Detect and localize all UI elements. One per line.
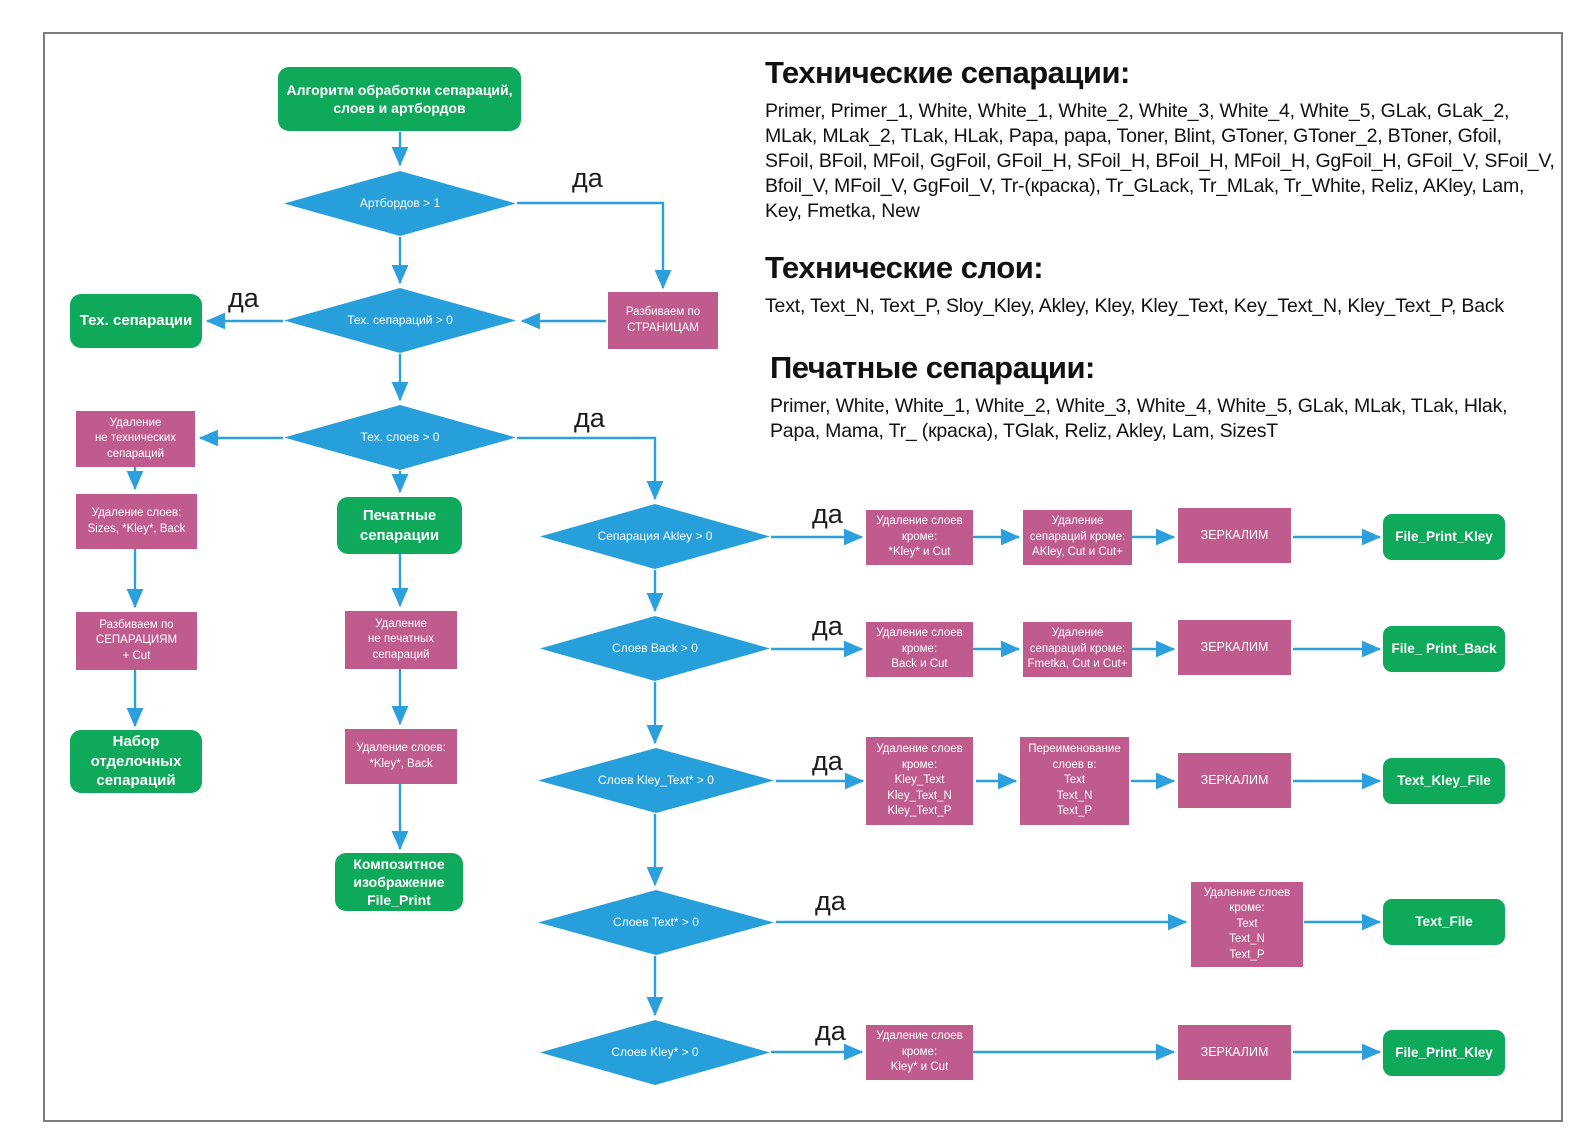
legend-tech-separations: Технические сепарации: Primer, Primer_1,… [765, 55, 1555, 224]
legend-tech-separations-list: Primer, Primer_1, White, White_1, White_… [765, 100, 1555, 222]
process-r1-mirror: ЗЕРКАЛИМ [1178, 508, 1291, 563]
process-delete-nonprint-separations: Удаление не печатных сепараций [345, 611, 457, 669]
terminal-file-print-kley-2: File_Print_Kley [1383, 1030, 1505, 1076]
process-r2-delete-separations: Удаление сепараций кроме: Fmetka, Cut и … [1023, 622, 1132, 677]
process-r3-mirror: ЗЕРКАЛИМ [1178, 753, 1291, 808]
process-r5-delete-layers: Удаление слоев кроме: Kley* и Cut [866, 1025, 973, 1080]
terminal-text-file: Text_File [1383, 899, 1505, 945]
process-delete-nontech-separations: Удаление не технических сепараций [76, 411, 195, 467]
start-node: Алгоритм обработки сепараций, слоев и ар… [278, 67, 521, 131]
yes-label: да [812, 611, 843, 641]
terminal-text-kley-file: Text_Kley_File [1383, 758, 1505, 804]
yes-label: да [572, 163, 603, 193]
process-split-separations-cut: Разбиваем по СЕПАРАЦИЯМ + Cut [76, 612, 197, 670]
yes-label: да [574, 403, 605, 433]
legend-tech-layers-list: Text, Text_N, Text_P, Sloy_Kley, Akley, … [765, 295, 1504, 317]
process-r5-mirror: ЗЕРКАЛИМ [1178, 1025, 1291, 1080]
legend-tech-layers: Технические слои: Text, Text_N, Text_P, … [765, 250, 1555, 319]
terminal-file-print-back: File_ Print_Back [1383, 626, 1505, 672]
process-r3-rename-layers: Переименование слоев в: Text Text_N Text… [1020, 737, 1129, 825]
process-r1-delete-layers: Удаление слоев кроме: *Kley* и Cut [866, 510, 973, 565]
legend-print-separations-title: Печатные сепарации: [770, 350, 1095, 385]
yes-label: да [812, 746, 843, 776]
diagram-frame [43, 32, 1563, 1122]
legend-tech-separations-title: Технические сепарации: [765, 55, 1130, 90]
process-delete-layers-sizes: Удаление слоев: Sizes, *Kley*, Back [76, 494, 197, 549]
legend-print-separations: Печатные сепарации: Primer, White, White… [770, 350, 1560, 444]
yes-label: да [228, 283, 259, 313]
process-r2-delete-layers: Удаление слоев кроме: Back и Cut [866, 622, 973, 677]
process-r2-mirror: ЗЕРКАЛИМ [1178, 620, 1291, 675]
terminal-composite-image: Композитное изображение File_Print [335, 853, 463, 911]
process-r3-delete-layers: Удаление слоев кроме: Kley_Text Kley_Tex… [866, 737, 973, 825]
process-delete-layers-kley-back: Удаление слоев: *Kley*, Back [345, 729, 457, 784]
terminal-tech-separations: Тех. сепарации [70, 294, 202, 348]
terminal-file-print-kley-1: File_Print_Kley [1383, 514, 1505, 560]
legend-print-separations-list: Primer, White, White_1, White_2, White_3… [770, 395, 1508, 442]
yes-label: да [812, 499, 843, 529]
process-r4-delete-layers: Удаление слоев кроме: Text Text_N Text_P [1191, 882, 1303, 967]
process-split-pages: Разбиваем по СТРАНИЦАМ [608, 292, 718, 349]
terminal-finishing-separations-set: Набор отделочных сепараций [70, 730, 202, 793]
legend-tech-layers-title: Технические слои: [765, 250, 1044, 285]
process-r1-delete-separations: Удаление сепараций кроме: AKley, Cut и C… [1023, 510, 1132, 565]
terminal-print-separations: Печатные сепарации [337, 497, 462, 554]
yes-label: да [815, 886, 846, 916]
yes-label: да [815, 1016, 846, 1046]
